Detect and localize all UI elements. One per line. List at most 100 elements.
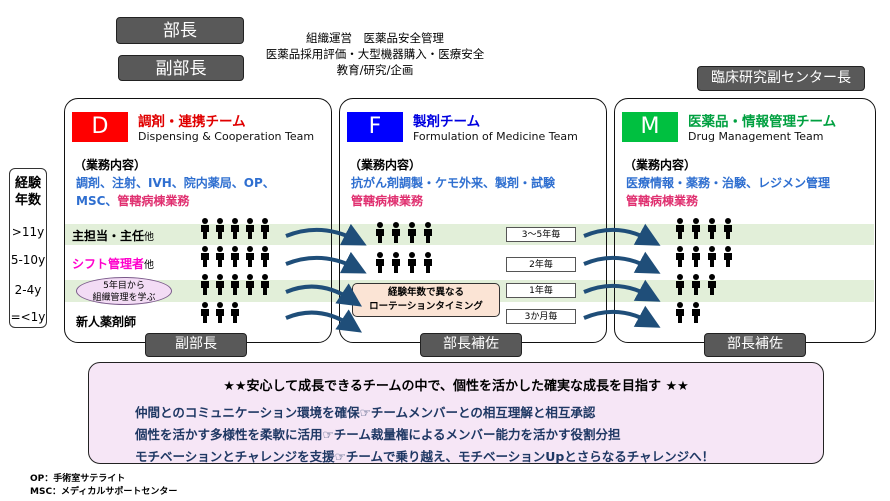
team-d-letter: D	[72, 112, 128, 142]
rotation-arrow-icon	[285, 309, 362, 333]
staff-icon	[676, 246, 684, 267]
staff-icon	[708, 274, 716, 295]
staff-icon	[201, 218, 209, 239]
staff-icon	[201, 302, 209, 323]
mission-line: 個性を活かす多様性を柔軟に活用☞チーム裁量権によるメンバー能力を活かす役割分担	[135, 427, 621, 442]
staff-icon	[376, 252, 384, 273]
duty-line: 組織運営 医薬品安全管理	[306, 31, 444, 45]
staff-icon	[216, 218, 224, 239]
staff-icon	[424, 222, 432, 243]
row-senior-label: 主担当・主任	[72, 229, 145, 243]
duty-line: 教育/研究/企画	[336, 63, 414, 77]
team-d-en: Dispensing & Cooperation Team	[138, 130, 315, 143]
bucho-box: 部長	[116, 17, 244, 44]
staff-icon	[231, 302, 239, 323]
team-f-letter: F	[347, 112, 403, 142]
staff-icon	[676, 302, 684, 323]
staff-icon	[408, 252, 416, 273]
staff-icon	[708, 218, 716, 239]
row-shift-label: シフト管理者	[72, 257, 145, 271]
staff-icon	[708, 246, 716, 267]
row-shift-suffix: 他	[144, 260, 155, 271]
team-m-name: 医薬品・情報管理チーム	[688, 114, 837, 130]
row-senior: 主担当・主任他	[72, 227, 154, 244]
team-f-footer: 部長補佐	[420, 333, 522, 357]
fukubucho-box: 副部長	[118, 55, 244, 81]
experience-level: =<1y	[10, 310, 46, 324]
mission-box: ★★安心して成長できるチームの中で、個性を活かした確実な成長を目指す ★★ 仲間…	[88, 362, 824, 464]
rotation-arrow-icon	[285, 223, 367, 246]
team-d-duty-blue: MSC、	[76, 194, 118, 208]
team-d-duty-label: （業務内容）	[74, 158, 147, 172]
team-m-footer: 部長補佐	[704, 333, 806, 357]
staff-icon	[392, 252, 400, 273]
team-f-duty-label: （業務内容）	[349, 158, 422, 172]
cloud-line: 組織管理を学ぶ	[92, 293, 156, 303]
staff-icon	[261, 246, 269, 267]
rotation-note-line: 経験年数で異なる	[387, 287, 464, 298]
experience-title-2: 年数	[14, 193, 41, 208]
team-f-duty-red: 管轄病棟業務	[351, 194, 424, 208]
director-duties: 組織運営 医薬品安全管理 医薬品採用評価・大型機器購入・医療安全 教育/研究/企…	[250, 30, 500, 78]
staff-icon	[201, 274, 209, 295]
team-m-duty-line-1: 医療情報・薬務・治験、レジメン管理	[626, 176, 831, 190]
row-senior-suffix: 他	[144, 232, 155, 243]
rotation-period: 2年毎	[506, 257, 576, 272]
experience-level: >11y	[11, 225, 45, 239]
team-d-duty-red: 管轄病棟業務	[117, 194, 190, 208]
footnote: MSC：メディカルサポートセンター	[30, 487, 178, 497]
experience-level: 5-10y	[10, 253, 46, 267]
staff-icon	[692, 246, 700, 267]
staff-icon	[724, 246, 732, 267]
staff-icon	[216, 246, 224, 267]
cloud-note: 5年目から 組織管理を学ぶ	[76, 277, 172, 305]
team-d-name: 調剤・連携チーム	[138, 114, 246, 130]
experience-box: 経験 年数	[9, 168, 47, 328]
team-m-duty-label: （業務内容）	[624, 158, 697, 172]
staff-icon	[261, 218, 269, 239]
staff-icon	[408, 222, 416, 243]
staff-icon	[216, 302, 224, 323]
rotation-arrow-icon	[285, 283, 362, 307]
rotation-period: 1年毎	[506, 283, 576, 298]
staff-icon	[231, 274, 239, 295]
staff-icon	[676, 274, 684, 295]
rotation-arrow-icon	[285, 251, 367, 274]
team-m-letter: M	[622, 112, 678, 142]
staff-icon	[201, 246, 209, 267]
team-d-footer: 副部長	[145, 333, 247, 357]
team-f-duty-line-1: 抗がん剤調製・ケモ外来、製剤・試験	[351, 176, 556, 190]
cloud-line: 5年目から	[103, 281, 145, 291]
mission-title: ★★安心して成長できるチームの中で、個性を活かした確実な成長を目指す ★★	[223, 379, 689, 394]
staff-icon	[376, 222, 384, 243]
staff-icon	[392, 222, 400, 243]
team-f-name: 製剤チーム	[413, 114, 481, 130]
footnote: OP：手術室サテライト	[30, 474, 126, 484]
row-newbie: 新人薬剤師	[76, 315, 137, 329]
staff-icon	[692, 218, 700, 239]
staff-icon	[246, 218, 254, 239]
rotation-arrow-icon	[583, 251, 661, 274]
experience-title-1: 経験	[14, 176, 41, 191]
staff-icon	[246, 274, 254, 295]
staff-icon	[724, 218, 732, 239]
team-m-duty-red: 管轄病棟業務	[626, 194, 699, 208]
rotation-arrow-icon	[583, 305, 661, 328]
staff-icon	[261, 274, 269, 295]
team-m-en: Drug Management Team	[688, 130, 824, 143]
staff-icon	[246, 246, 254, 267]
staff-icon	[424, 252, 432, 273]
staff-icon	[692, 274, 700, 295]
staff-icon	[231, 218, 239, 239]
rotation-arrow-icon	[583, 279, 661, 302]
mission-line: モチベーションとチャレンジを支援☞チームで乗り越え、モチベーションUpとさらなる…	[135, 449, 715, 464]
experience-level: 2-4y	[14, 283, 42, 297]
rotation-note: 経験年数で異なる ローテーションタイミング	[352, 283, 500, 317]
row-shift: シフト管理者他	[72, 255, 154, 272]
mission-line: 仲間とのコミュニケーション環境を確保☞チームメンバーとの相互理解と相互承認	[135, 405, 596, 420]
staff-icon	[216, 274, 224, 295]
team-d-duty-line-1: 調剤、注射、IVH、院内薬局、OP、	[76, 176, 275, 190]
rotation-note-line: ローテーションタイミング	[369, 301, 483, 312]
rotation-arrow-icon	[583, 223, 661, 246]
